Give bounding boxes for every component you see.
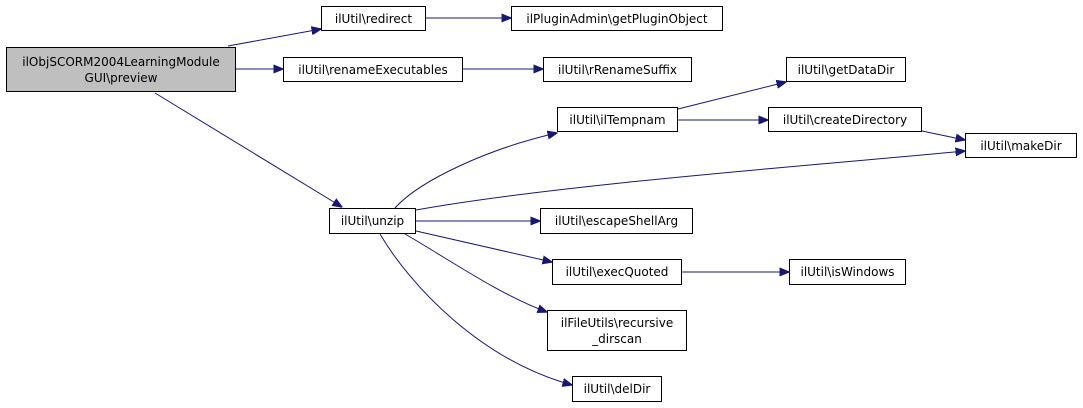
node-il-tempnam[interactable]: ilUtil\ilTempnam <box>557 107 678 132</box>
edge-unzip-iltempnam <box>394 133 557 209</box>
edge-root-unzip <box>154 92 342 207</box>
edge-unzip-recursivedirscan <box>404 233 547 312</box>
node-make-dir[interactable]: ilUtil\makeDir <box>965 133 1077 158</box>
node-r-rename-suffix[interactable]: ilUtil\rRenameSuffix <box>543 57 692 82</box>
node-create-directory[interactable]: ilUtil\createDirectory <box>768 107 922 132</box>
node-get-data-dir[interactable]: ilUtil\getDataDir <box>786 57 906 82</box>
node-del-dir[interactable]: ilUtil\delDir <box>572 376 662 402</box>
node-is-windows[interactable]: ilUtil\isWindows <box>789 259 906 285</box>
edge-unzip-makedir <box>415 151 965 211</box>
node-rename-executables[interactable]: ilUtil\renameExecutables <box>283 57 463 82</box>
node-exec-quoted[interactable]: ilUtil\execQuoted <box>552 259 682 285</box>
node-root-preview: ilObjSCORM2004LearningModule GUI\preview <box>6 47 236 92</box>
node-unzip[interactable]: ilUtil\unzip <box>329 208 416 234</box>
node-redirect[interactable]: ilUtil\redirect <box>321 6 426 31</box>
node-escape-shell-arg[interactable]: ilUtil\escapeShellArg <box>540 208 693 234</box>
edge-root-redirect <box>227 29 321 47</box>
edge-iltempnam-getdatadir <box>677 82 786 110</box>
node-get-plugin-object[interactable]: ilPluginAdmin\getPluginObject <box>511 6 723 31</box>
node-recursive-dirscan[interactable]: ilFileUtils\recursive _dirscan <box>547 310 687 351</box>
edge-unzip-execquoted <box>415 230 552 262</box>
edge-unzip-deldir <box>379 233 572 385</box>
edge-createdirectory-makedir <box>921 130 965 140</box>
